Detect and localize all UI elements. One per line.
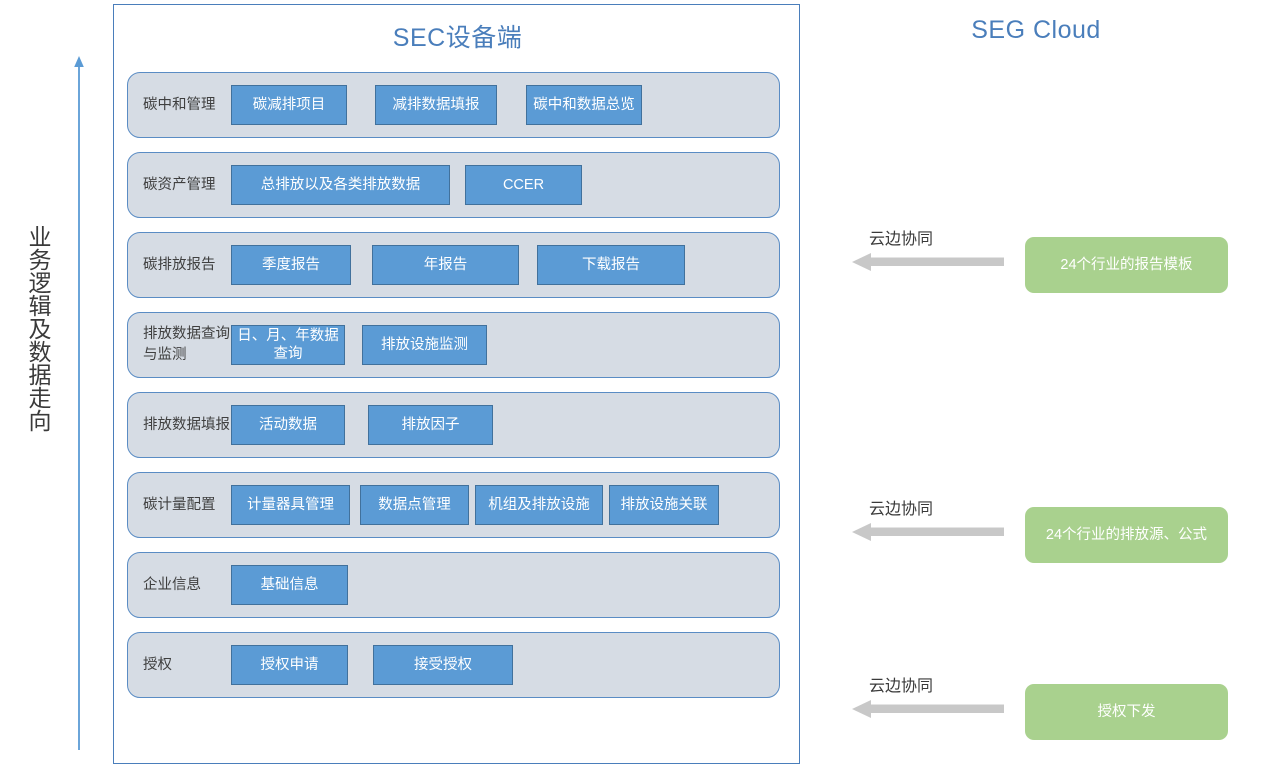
sec-module-tile[interactable]: 下载报告: [537, 245, 685, 285]
sec-module-row-label: 排放数据填报: [143, 416, 230, 433]
sec-module-tile[interactable]: 排放因子: [368, 405, 493, 445]
sec-module-row: 碳排放报告季度报告年报告下载报告: [127, 232, 780, 298]
sec-module-tile-group: 季度报告年报告下载报告: [231, 233, 779, 297]
cloud-edge-sync-label: 云边协同: [869, 231, 934, 248]
sec-module-tile[interactable]: 接受授权: [373, 645, 513, 685]
sec-module-tile-group: 日、月、年数据查询排放设施监测: [231, 313, 779, 377]
sec-module-tile[interactable]: CCER: [465, 165, 582, 205]
sec-module-row: 碳资产管理总排放以及各类排放数据 CCER: [127, 152, 780, 218]
sec-module-row-label: 碳计量配置: [143, 496, 216, 513]
sec-module-tile[interactable]: 机组及排放设施: [475, 485, 603, 525]
sec-module-row: 排放数据查询与监测日、月、年数据查询排放设施监测: [127, 312, 780, 378]
business-flow-axis: 业务逻辑及数据走向: [0, 0, 108, 770]
sec-module-tile[interactable]: 总排放以及各类排放数据: [231, 165, 450, 205]
seg-panel-title: SEG Cloud: [971, 16, 1101, 44]
sec-module-row: 碳计量配置计量器具管理数据点管理机组及排放设施排放设施关联: [127, 472, 780, 538]
cloud-edge-sync-label: 云边协同: [869, 501, 934, 518]
sec-module-row-label: 企业信息: [143, 576, 201, 593]
cloud-capability-box[interactable]: 24个行业的排放源、公式: [1025, 507, 1228, 563]
sec-module-tile-group: 总排放以及各类排放数据 CCER: [231, 153, 779, 217]
sec-module-row-label: 排放数据查询与监测: [143, 326, 230, 363]
arrow-left-icon: [852, 253, 1004, 271]
sec-module-row: 企业信息 基础信息: [127, 552, 780, 618]
sec-module-row-label: 碳资产管理: [143, 176, 216, 193]
cloud-capability-box[interactable]: 24个行业的报告模板: [1025, 237, 1228, 293]
sec-module-row: 排放数据填报活动数据排放因子: [127, 392, 780, 458]
sec-module-tile[interactable]: 碳减排项目: [231, 85, 347, 125]
sec-module-row-list: 碳中和管理碳减排项目减排数据填报碳中和数据总览碳资产管理总排放以及各类排放数据 C…: [127, 72, 780, 712]
sec-module-tile[interactable]: 年报告: [372, 245, 519, 285]
sec-module-tile-group: 计量器具管理数据点管理机组及排放设施排放设施关联: [231, 473, 779, 537]
sec-module-tile-group: 活动数据排放因子: [231, 393, 779, 457]
sec-module-tile[interactable]: 活动数据: [231, 405, 345, 445]
sec-module-tile-group: 基础信息: [231, 553, 779, 617]
sec-module-row-label: 授权: [143, 656, 172, 673]
cloud-capability-box[interactable]: 授权下发: [1025, 684, 1228, 740]
sec-module-tile[interactable]: 日、月、年数据查询: [231, 325, 345, 365]
sec-module-tile-group: 授权申请接受授权: [231, 633, 779, 697]
sec-module-tile[interactable]: 季度报告: [231, 245, 351, 285]
arrow-left-icon: [852, 523, 1004, 541]
sec-module-row: 授权 授权申请接受授权: [127, 632, 780, 698]
sec-module-row-label: 碳排放报告: [143, 256, 216, 273]
sec-module-tile[interactable]: 减排数据填报: [375, 85, 497, 125]
sec-device-panel: SEC设备端 碳中和管理碳减排项目减排数据填报碳中和数据总览碳资产管理总排放以及…: [113, 4, 800, 764]
sec-module-tile[interactable]: 排放设施关联: [609, 485, 719, 525]
sec-module-tile[interactable]: 排放设施监测: [362, 325, 487, 365]
sec-module-tile[interactable]: 基础信息: [231, 565, 348, 605]
sec-module-tile-group: 碳减排项目减排数据填报碳中和数据总览: [231, 73, 779, 137]
sec-module-row: 碳中和管理碳减排项目减排数据填报碳中和数据总览: [127, 72, 780, 138]
sec-panel-title: SEC设备端: [392, 24, 523, 52]
sec-module-tile[interactable]: 计量器具管理: [231, 485, 350, 525]
sec-module-tile[interactable]: 数据点管理: [360, 485, 469, 525]
arrow-up-icon: [74, 56, 84, 750]
arrow-left-icon: [852, 700, 1004, 718]
sec-module-tile[interactable]: 碳中和数据总览: [526, 85, 642, 125]
cloud-edge-sync-label: 云边协同: [869, 678, 934, 695]
business-flow-label: 业务逻辑及数据走向: [25, 225, 51, 432]
sec-module-tile[interactable]: 授权申请: [231, 645, 348, 685]
sec-module-row-label: 碳中和管理: [143, 96, 216, 113]
